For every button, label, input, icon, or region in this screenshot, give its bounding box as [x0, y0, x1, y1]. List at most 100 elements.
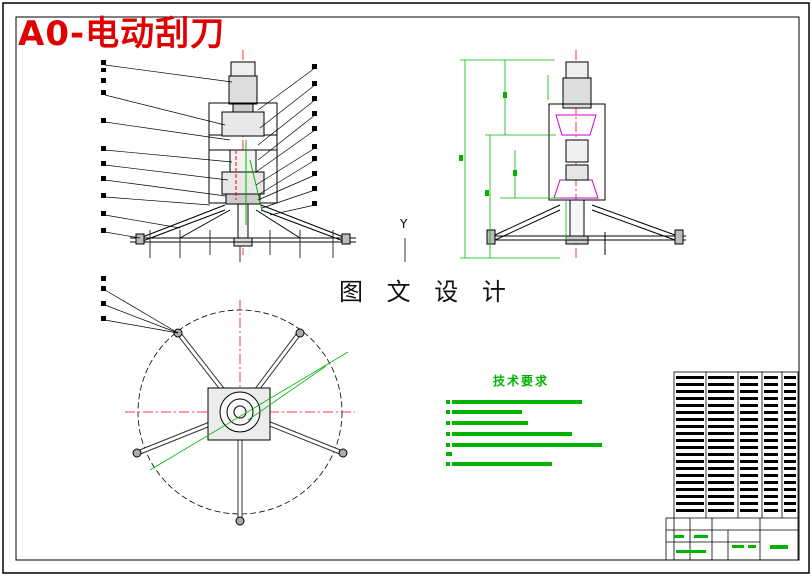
title-block — [665, 371, 799, 561]
bom-cell — [708, 460, 734, 463]
bom-cell — [708, 390, 734, 393]
bom-cell — [784, 376, 796, 379]
watermark: 图 文 设 计 — [335, 272, 518, 307]
bom-cell — [784, 397, 796, 400]
bom-cell — [708, 446, 734, 449]
bom-cell — [676, 404, 704, 407]
bom-cell — [676, 439, 704, 442]
bom-cell — [764, 502, 778, 505]
bom-cell — [764, 474, 778, 477]
bom-cell — [764, 383, 778, 386]
bom-cell — [676, 474, 704, 477]
bom-cell — [784, 390, 796, 393]
bom-cell — [676, 397, 704, 400]
bom-cell — [708, 425, 734, 428]
bom-cell — [740, 467, 758, 470]
bom-cell — [740, 425, 758, 428]
bom-cell — [708, 397, 734, 400]
bom-cell — [708, 467, 734, 470]
bom-cell — [676, 467, 704, 470]
bom-cell — [784, 446, 796, 449]
bom-cell — [740, 432, 758, 435]
bom-cell — [740, 439, 758, 442]
bom-cell — [740, 474, 758, 477]
bom-cell — [764, 453, 778, 456]
bom-cell — [676, 446, 704, 449]
bom-cell — [764, 439, 778, 442]
bom-cell — [784, 488, 796, 491]
bom-cell — [676, 509, 704, 512]
bom-cell — [676, 383, 704, 386]
bom-cell — [784, 481, 796, 484]
bom-cell — [740, 390, 758, 393]
bom-cell — [764, 446, 778, 449]
bom-cell — [740, 418, 758, 421]
bom-cell — [676, 411, 704, 414]
bom-cell — [740, 446, 758, 449]
bom-cell — [708, 453, 734, 456]
bom-cell — [784, 425, 796, 428]
bom-cell — [740, 453, 758, 456]
bom-cell — [764, 460, 778, 463]
bom-cell — [676, 425, 704, 428]
bom-cell — [676, 390, 704, 393]
tech-requirements-heading: 技术要求 — [493, 374, 550, 388]
bom-cell — [740, 481, 758, 484]
bom-cell — [740, 376, 758, 379]
bom-cell — [676, 460, 704, 463]
bom-cell — [676, 376, 704, 379]
bom-cell — [764, 425, 778, 428]
bom-cell — [740, 397, 758, 400]
bom-cell — [740, 411, 758, 414]
bom-cell — [764, 411, 778, 414]
bom-cell — [676, 495, 704, 498]
bom-cell — [764, 390, 778, 393]
bom-cell — [676, 418, 704, 421]
bom-cell — [784, 495, 796, 498]
bom-cell — [764, 509, 778, 512]
bom-cell — [676, 481, 704, 484]
bom-cell — [784, 383, 796, 386]
bom-cell — [740, 495, 758, 498]
top-view — [101, 276, 355, 526]
tech-requirements-lines — [446, 400, 602, 466]
bom-cell — [708, 488, 734, 491]
bom-cell — [676, 453, 704, 456]
bom-cell — [708, 509, 734, 512]
bom-cell — [784, 439, 796, 442]
side-view — [459, 50, 686, 260]
bom-cell — [676, 502, 704, 505]
bom-cell — [764, 432, 778, 435]
bom-cell — [784, 502, 796, 505]
bom-cell — [740, 404, 758, 407]
bom-cell — [764, 397, 778, 400]
bom-cell — [708, 404, 734, 407]
bom-cell — [784, 453, 796, 456]
bom-cell — [764, 495, 778, 498]
bom-cell — [740, 383, 758, 386]
bom-cell — [784, 432, 796, 435]
bom-cell — [784, 460, 796, 463]
bom-cell — [708, 495, 734, 498]
bom-cell — [708, 474, 734, 477]
drawing-title: A0-电动刮刀 — [18, 14, 226, 54]
bom-cell — [764, 481, 778, 484]
bom-cell — [764, 376, 778, 379]
front-view — [101, 50, 356, 262]
bom-cell — [784, 509, 796, 512]
bom-cell — [740, 509, 758, 512]
bom-cell — [740, 460, 758, 463]
bom-cell — [708, 376, 734, 379]
axis-mark-label: Y — [399, 217, 408, 231]
bom-cell — [764, 467, 778, 470]
bom-cell — [764, 418, 778, 421]
inner-border — [15, 16, 800, 561]
bom-cell — [764, 404, 778, 407]
bom-cell — [708, 432, 734, 435]
bom-cell — [676, 488, 704, 491]
bom-cell — [740, 502, 758, 505]
bom-cell — [708, 481, 734, 484]
bom-cell — [784, 404, 796, 407]
bom-cell — [784, 411, 796, 414]
